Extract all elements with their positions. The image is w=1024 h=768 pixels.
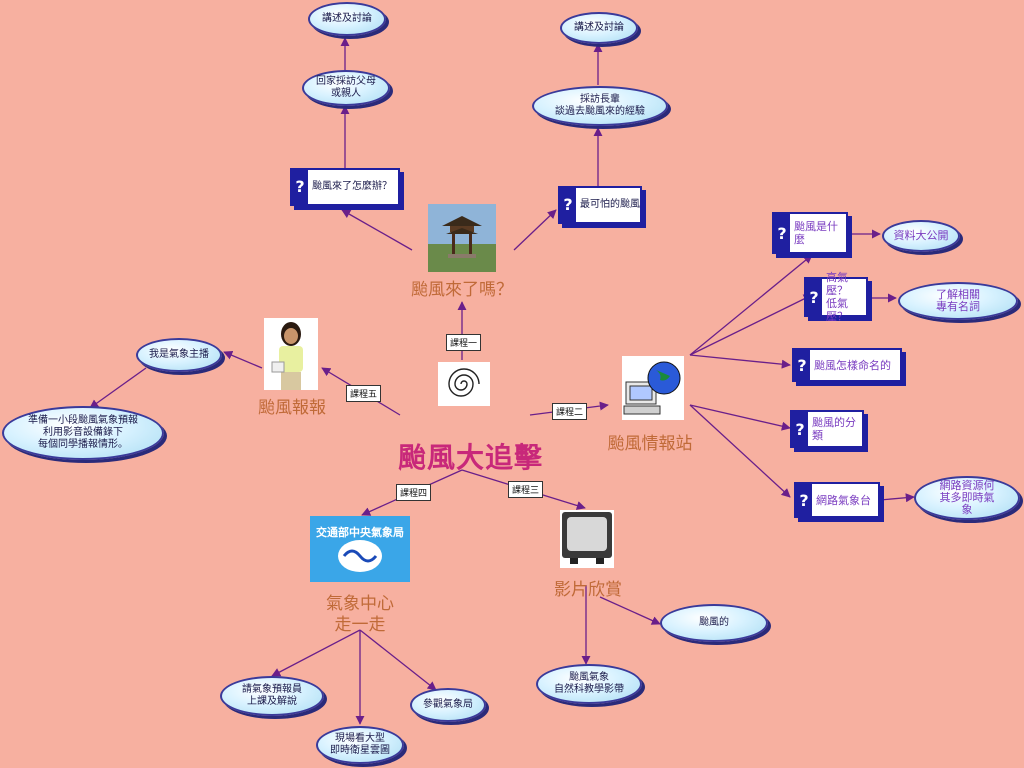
lesson-two-tag: 課程二 [552,403,588,420]
bureau-logo-text: 交通部中央氣象局 [316,526,404,539]
interview-parents-node: 回家採訪父母 或親人 [302,70,390,106]
visit-bureau-node: 參觀氣象局 [410,688,486,722]
question-classify-box[interactable]: ? 颱風的分類 [790,410,864,448]
web-resources-node: 網路資源何 其多即時氣 象 [914,476,1020,520]
lesson-five-tag: 課程五 [346,385,382,402]
science-film-node: 颱風氣象 自然科教學影帶 [536,664,642,704]
question-how-box[interactable]: ? 颱風來了怎麼辦？ [290,168,400,206]
weather-anchor-node: 我是氣象主播 [136,338,222,372]
question-mark-icon: ? [774,214,790,252]
question-station-box[interactable]: ? 網路氣象台 [794,482,880,518]
map-title: 颱風大追擊 [398,441,544,474]
lesson-four-tag: 課程四 [396,484,432,501]
question-mark-icon: ? [796,484,812,516]
info-open-node: 資料大公開 [882,220,960,252]
television-icon [560,510,614,568]
bureau-emblem-icon [338,540,382,572]
question-mark-icon: ? [794,350,810,380]
lesson-one-tag: 課程一 [446,334,482,351]
question-what-box[interactable]: ? 颱風是什 麼 [772,212,848,254]
interview-elders-node: 採訪長輩 談過去颱風來的經驗 [532,86,668,126]
lesson5-label: 颱風報報 [258,398,326,418]
girl-photo [264,318,318,390]
question-mark-icon: ? [806,279,822,315]
question-mark-icon: ? [792,412,808,446]
question-naming-box[interactable]: ? 颱風怎樣命名的 [792,348,902,382]
lesson1-label: 颱風來了嗎？ [411,280,513,300]
lesson4-label: 氣象中心 走一走 [326,594,394,635]
question-mark-icon: ? [560,188,576,222]
invite-forecaster-node: 請氣象預報員 上課及解說 [220,676,324,716]
computer-globe-icon [622,356,684,420]
discuss-node-1: 講述及討論 [308,2,386,36]
pavilion-photo [428,204,496,272]
discuss-node-2: 講述及討論 [560,12,638,44]
question-mark-icon: ? [292,170,308,204]
satellite-node: 現場看大型 即時衛星雲圖 [316,726,404,764]
prepare-report-node: 準備一小段颱風氣象預報 利用影音設備錄下 每個同學播報情形。 [2,406,164,460]
related-terms-node: 了解相關 專有名詞 [898,282,1018,320]
spiral-icon [438,362,490,406]
typhoon-film-node: 颱風的 [660,604,768,642]
lesson2-label: 颱風情報站 [607,434,693,454]
weather-bureau-logo: 交通部中央氣象局 [310,516,410,582]
question-scary-box[interactable]: ? 最可怕的颱風 [558,186,642,224]
question-pressure-box[interactable]: ? 高氣壓？ 低氣壓？ [804,271,868,323]
lesson-three-tag: 課程三 [508,481,544,498]
lesson3-label: 影片欣賞 [554,580,622,600]
